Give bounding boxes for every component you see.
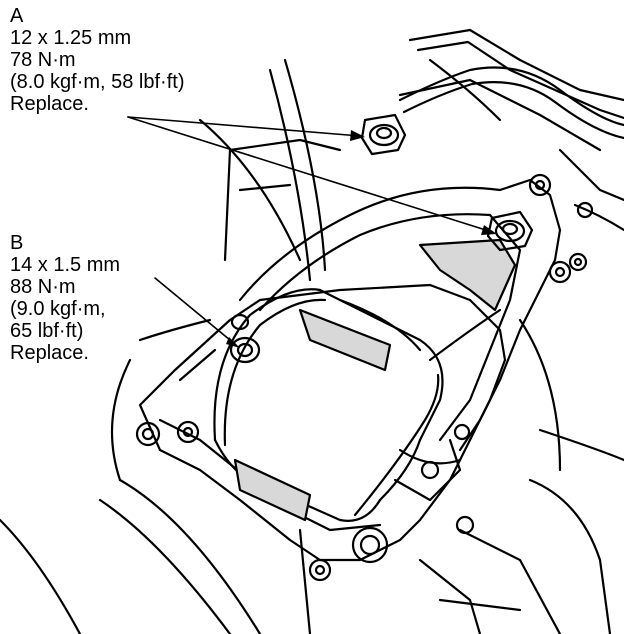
- hose: [398, 66, 624, 140]
- callout-b-torque-alt-2: 65 lbf·ft): [10, 320, 84, 342]
- callout-b-torque-alt-1: (9.0 kgf·m,: [10, 298, 106, 320]
- callout-a-note: Replace.: [10, 93, 89, 115]
- callout-b-letter: B: [10, 232, 24, 254]
- fasteners: [135, 173, 594, 582]
- callout-a-torque-alt: (8.0 kgf·m, 58 lbf·ft): [10, 71, 185, 93]
- callout-b-torque: 88 N·m: [10, 276, 76, 298]
- bolt-b: [229, 313, 261, 364]
- callout-a: A 12 x 1.25 mm 78 N·m (8.0 kgf·m, 58 lbf…: [10, 5, 185, 115]
- leader-lines: [127, 116, 493, 346]
- bolt-a-lower: [486, 210, 534, 252]
- rubber-mount: [213, 288, 444, 522]
- callout-a-letter: A: [10, 5, 24, 27]
- upper-bracket: [238, 178, 562, 502]
- callout-b-size: 14 x 1.5 mm: [10, 254, 121, 276]
- callout-a-size: 12 x 1.25 mm: [10, 27, 132, 49]
- bolt-a-upper: [360, 113, 407, 156]
- leader-arrowheads: [226, 130, 497, 348]
- callout-a-torque: 78 N·m: [10, 49, 76, 71]
- callout-b: B 14 x 1.5 mm 88 N·m (9.0 kgf·m, 65 lbf·…: [10, 232, 120, 364]
- callout-b-note: Replace.: [10, 342, 89, 364]
